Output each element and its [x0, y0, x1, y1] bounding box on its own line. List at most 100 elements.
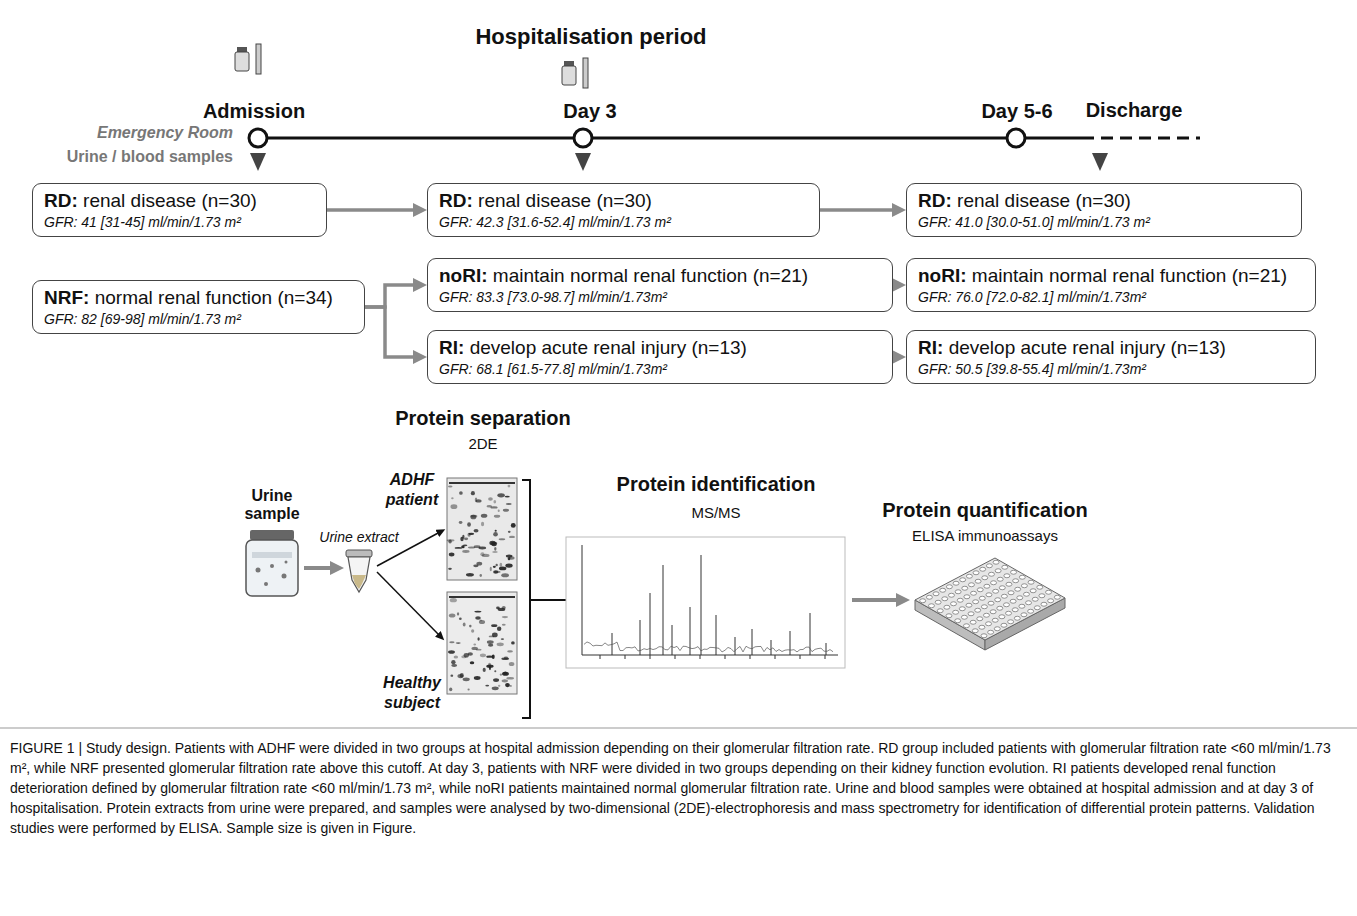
spectrum-axis — [582, 545, 838, 655]
step-heading: Protein quantification — [882, 499, 1088, 522]
plate-well — [986, 593, 992, 597]
group-box: RI:develop acute renal injury (n=13)GFR:… — [427, 330, 893, 384]
spectrum-noise — [584, 642, 833, 652]
gel-spot — [451, 660, 455, 664]
spectrum-peaks — [584, 555, 833, 659]
gel-spot — [493, 678, 499, 682]
box-line: noRI:maintain normal renal function (n=2… — [439, 264, 881, 288]
gel-spot — [451, 497, 453, 499]
plate-well — [940, 588, 946, 592]
timeline-point — [249, 129, 267, 147]
plate-well — [1048, 599, 1054, 603]
axis-tick — [675, 655, 676, 659]
gel-spot — [463, 622, 466, 626]
vial-cap — [564, 61, 574, 66]
plate-well — [955, 590, 961, 594]
gel-spot — [474, 529, 479, 532]
plate-well — [1011, 570, 1017, 574]
gel-spot — [510, 685, 512, 687]
figure-caption: FIGURE 1 | Study design. Patients with A… — [10, 738, 1347, 838]
plate-well — [1014, 616, 1020, 620]
step-method: 2DE — [468, 435, 497, 452]
gel-spot — [464, 537, 468, 540]
gel-spot — [499, 567, 506, 571]
group-description: renal disease (n=30) — [83, 190, 257, 211]
plate-well — [986, 622, 992, 626]
tube-body — [348, 557, 370, 592]
gel-spot — [487, 505, 492, 507]
group-description: develop acute renal injury (n=13) — [949, 337, 1226, 358]
plate-well — [994, 627, 1000, 631]
plate-well — [964, 595, 970, 599]
gel-image — [447, 478, 517, 580]
group-box: noRI:maintain normal renal function (n=2… — [427, 258, 893, 312]
gel-spot — [492, 655, 495, 660]
gel-spot — [496, 606, 500, 609]
group-code: noRI: — [439, 265, 488, 286]
gel-spot — [471, 491, 475, 495]
gel-spot — [476, 649, 482, 651]
plate-well — [1019, 575, 1025, 579]
group-code: RD: — [918, 190, 952, 211]
gel-spot — [461, 545, 464, 548]
spectrum-peak — [826, 643, 827, 655]
gel-spot — [460, 673, 464, 678]
gel-spot — [511, 523, 516, 528]
gel-spot — [492, 551, 498, 553]
plate-well — [1032, 597, 1038, 601]
box-line: noRI:maintain normal renal function (n=2… — [918, 264, 1304, 288]
gel-spot — [457, 674, 463, 678]
plate-well — [991, 581, 997, 585]
plate-well — [955, 619, 961, 623]
group-code: RI: — [918, 337, 943, 358]
gel-spot — [476, 499, 482, 502]
gel-spot — [448, 568, 452, 570]
plate-well — [984, 584, 990, 588]
gel-spot — [473, 564, 478, 567]
plate-well — [966, 574, 972, 578]
plate-well — [1001, 623, 1007, 627]
gfr-value: GFR: 41 [31-45] ml/min/1.73 m² — [44, 213, 315, 231]
gel-spot — [502, 679, 508, 682]
gel-spot — [457, 612, 459, 615]
gfr-value: GFR: 68.1 [61.5-77.8] ml/min/1.73m² — [439, 360, 881, 378]
process-arrow — [852, 598, 900, 602]
group-description: normal renal function (n=34) — [95, 287, 333, 308]
gel-spot — [467, 522, 471, 527]
gel-spot — [509, 662, 515, 666]
plate-well — [1037, 585, 1043, 589]
vial-icon — [235, 44, 261, 74]
icon-label: Urine extract — [319, 529, 398, 545]
group-code: NRF: — [44, 287, 89, 308]
plate-well — [937, 609, 943, 613]
gel-spot — [475, 616, 481, 619]
gel-label: ADHF patient — [380, 470, 444, 510]
vial-cap — [237, 47, 247, 52]
spectrum-peak — [716, 615, 717, 655]
gel-spot — [471, 629, 474, 633]
gel-spot — [502, 624, 506, 626]
jar-dot — [282, 574, 287, 579]
plate-well — [1041, 602, 1047, 606]
plate-well — [999, 615, 1005, 619]
urine-jar — [246, 530, 298, 596]
spectrum-peak — [701, 555, 702, 655]
gel-spot — [489, 541, 495, 545]
timeline-point — [1007, 129, 1025, 147]
gel-spot — [470, 661, 475, 664]
gel-spot — [450, 674, 453, 676]
gel-spot — [474, 676, 481, 680]
jar-lid — [250, 530, 294, 540]
plate-well — [1017, 596, 1023, 600]
plate-well — [966, 603, 972, 607]
group-description: develop acute renal injury (n=13) — [470, 337, 747, 358]
gel-spot — [497, 493, 504, 497]
plate-well — [982, 576, 988, 580]
plate-well — [992, 618, 998, 622]
gel-band — [449, 482, 515, 484]
gel-spot — [460, 537, 463, 541]
location-note: Emergency Room — [97, 124, 233, 142]
plate-well — [953, 610, 959, 614]
plate-well — [975, 579, 981, 583]
tube-body — [256, 44, 261, 74]
